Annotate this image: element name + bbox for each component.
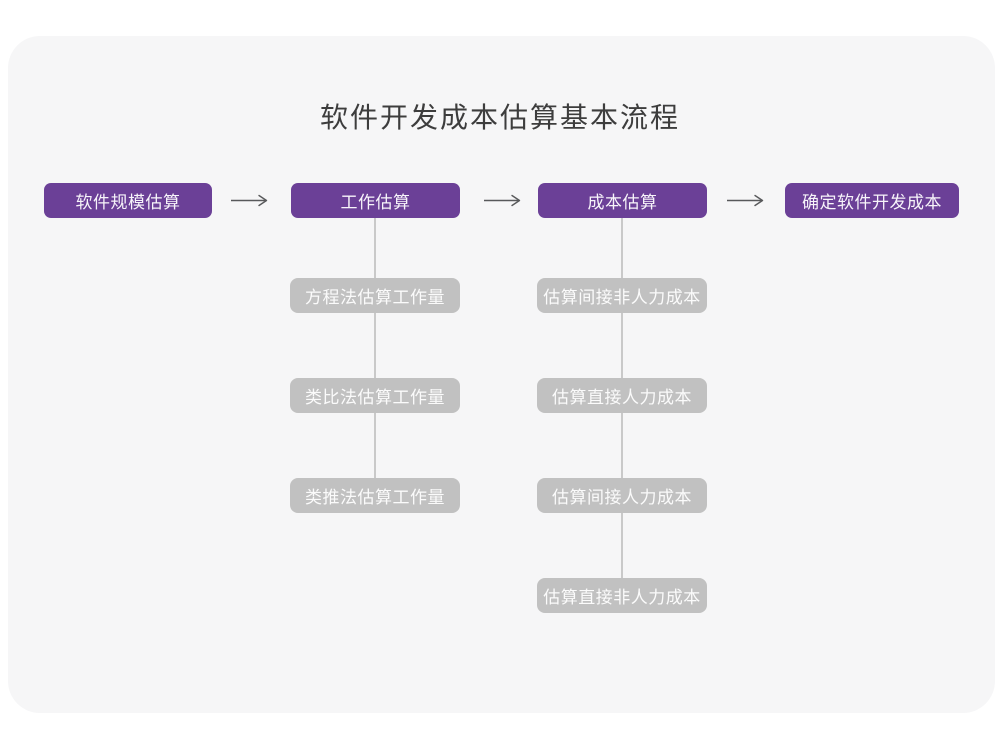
arrow-right-icon bbox=[230, 194, 270, 207]
connector-work-estimation bbox=[374, 218, 376, 493]
sub-node-direct-labor-cost: 估算直接人力成本 bbox=[537, 378, 707, 413]
flow-node-work-estimation: 工作估算 bbox=[291, 183, 460, 218]
sub-node-analogy-method: 类比法估算工作量 bbox=[290, 378, 460, 413]
flow-node-cost-estimation: 成本估算 bbox=[538, 183, 707, 218]
diagram-title: 软件开发成本估算基本流程 bbox=[319, 102, 680, 133]
flow-node-determine-software-development-cost: 确定软件开发成本 bbox=[785, 183, 959, 218]
sub-node-indirect-labor-cost: 估算间接人力成本 bbox=[537, 478, 707, 513]
arrow-right-icon bbox=[483, 194, 523, 207]
sub-node-equation-method: 方程法估算工作量 bbox=[290, 278, 460, 313]
arrow-right-icon bbox=[726, 194, 766, 207]
diagram-card bbox=[8, 36, 995, 713]
sub-node-indirect-non-labor-cost: 估算间接非人力成本 bbox=[537, 278, 707, 313]
flow-node-software-scale-estimation: 软件规模估算 bbox=[44, 183, 212, 218]
sub-node-direct-non-labor-cost: 估算直接非人力成本 bbox=[537, 578, 707, 613]
sub-node-extrapolation-method: 类推法估算工作量 bbox=[290, 478, 460, 513]
